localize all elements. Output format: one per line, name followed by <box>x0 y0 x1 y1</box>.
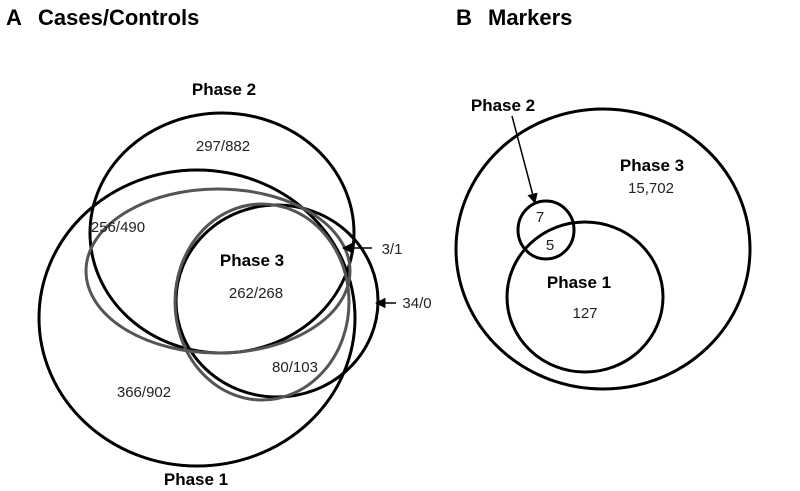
count-all-three: 262/268 <box>229 285 283 302</box>
phase1-label: Phase 1 <box>164 470 228 489</box>
count-phase1-phase2: 256/490 <box>91 219 145 236</box>
count-phase1-phase3-edge: 34/0 <box>402 295 431 312</box>
phase3-circle <box>173 202 351 402</box>
phase2-label: Phase 2 <box>192 80 256 99</box>
phase3-label-b: Phase 3 <box>620 156 684 175</box>
panel-b: B Markers Phase 2 Phase 3 Phase 1 15,702… <box>454 5 752 391</box>
panel-a-title: Cases/Controls <box>38 5 199 30</box>
panel-b-letter: B <box>456 5 472 30</box>
count-phase2-phase3-edge: 3/1 <box>382 241 403 258</box>
phase2-label-b: Phase 2 <box>471 96 535 115</box>
count-phase1-phase2-b: 5 <box>546 237 554 254</box>
count-phase1-only: 366/902 <box>117 384 171 401</box>
phase1-circle-b <box>505 220 665 374</box>
phase3-label: Phase 3 <box>220 251 284 270</box>
phase1-label-b: Phase 1 <box>547 273 611 292</box>
phase2-inner-arc <box>84 187 352 355</box>
phase1-circle <box>37 168 357 468</box>
phase2-circle-b <box>516 199 576 261</box>
count-phase1-phase3: 80/103 <box>272 359 318 376</box>
panel-a-letter: A <box>6 5 22 30</box>
count-phase3-only-b: 15,702 <box>628 180 674 197</box>
arrow-phase2-b <box>511 115 538 205</box>
count-phase2-only: 297/882 <box>196 138 250 155</box>
panel-a: A Cases/Controls Phase 2 Phase 3 Phase 1… <box>6 5 432 489</box>
count-phase1-only-b: 127 <box>572 305 597 322</box>
phase3-circle-b <box>454 107 752 391</box>
panel-b-title: Markers <box>488 5 572 30</box>
count-phase2-only-b: 7 <box>536 209 544 226</box>
